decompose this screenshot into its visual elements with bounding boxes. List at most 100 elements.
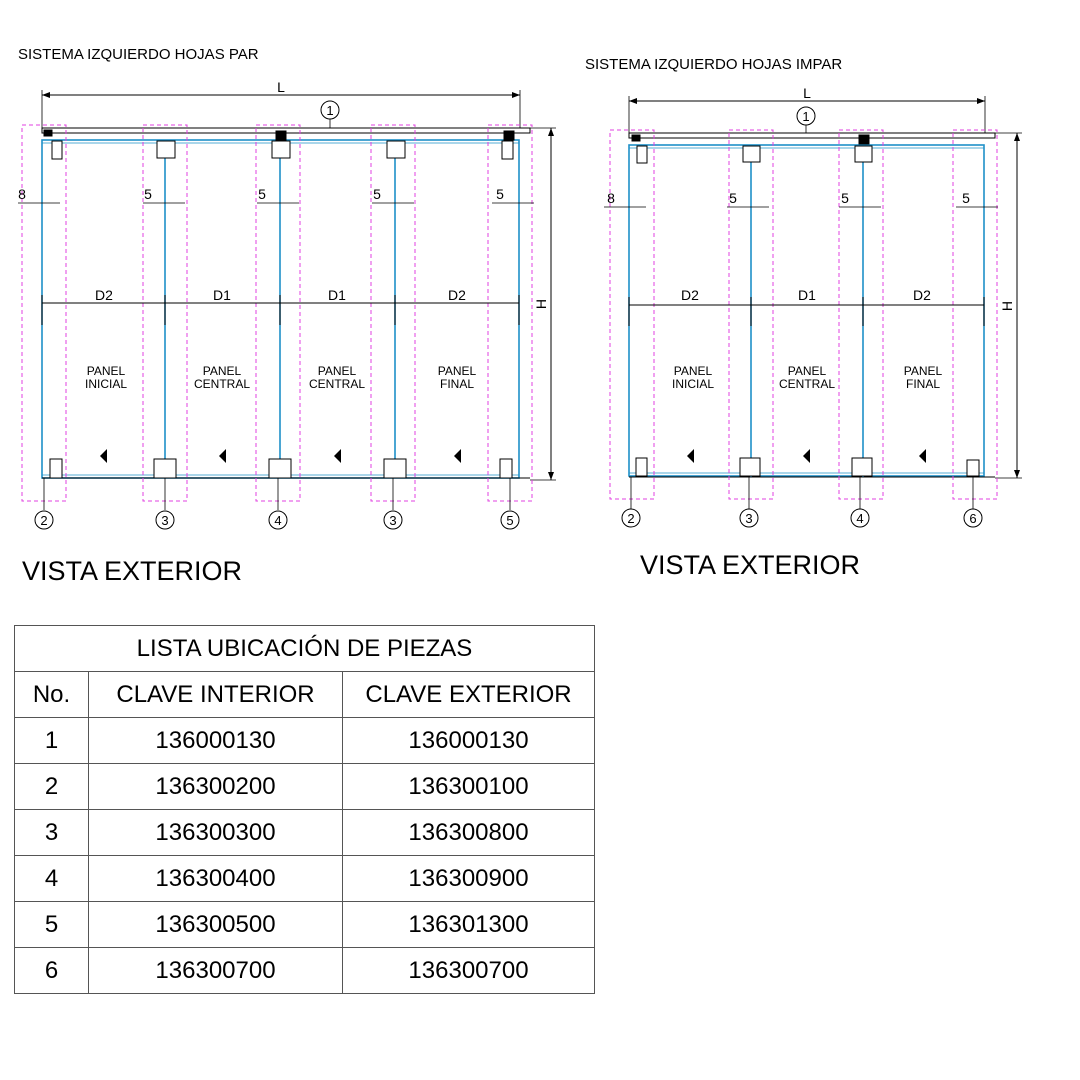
right-marker-text-3: 4 <box>856 511 863 526</box>
left-marker-text-1: 2 <box>40 513 47 528</box>
right-bottom-hardware <box>635 457 980 477</box>
cell-exterior: 136300900 <box>342 855 595 902</box>
right-panel-2-line2: CENTRAL <box>779 377 835 391</box>
right-top-marker-text: 1 <box>802 109 809 124</box>
table-header-row: No. CLAVE INTERIOR CLAVE EXTERIOR <box>14 671 595 718</box>
right-panel-3-line2: FINAL <box>906 377 940 391</box>
right-marker-3 <box>739 508 759 528</box>
right-span-1: D2 <box>681 287 699 303</box>
right-height-label: H <box>999 301 1015 311</box>
left-gap-label-4: 5 <box>373 186 381 202</box>
parts-location-table: LISTA UBICACIÓN DE PIEZAS No. CLAVE INTE… <box>14 625 595 994</box>
left-height-label: H <box>533 299 549 309</box>
left-top-hardware <box>43 129 515 160</box>
table-row: 6 136300700 136300700 <box>14 947 595 994</box>
table-row: 5 136300500 136301300 <box>14 901 595 948</box>
left-span-2: D1 <box>213 287 231 303</box>
left-gap-label-2: 5 <box>144 186 152 202</box>
left-marker-4 <box>268 510 288 530</box>
left-panel-1-line2: INICIAL <box>85 377 127 391</box>
left-span-3: D1 <box>328 287 346 303</box>
left-top-marker-text: 1 <box>326 103 333 118</box>
cell-interior: 136000130 <box>88 717 343 764</box>
cell-interior: 136300400 <box>88 855 343 902</box>
cell-no: 3 <box>14 809 89 856</box>
left-marker-text-4: 3 <box>389 513 396 528</box>
cell-interior: 136300700 <box>88 947 343 994</box>
left-marker-text-2: 3 <box>161 513 168 528</box>
left-direction-arrows <box>100 449 461 463</box>
cell-exterior: 136301300 <box>342 901 595 948</box>
left-marker-text-3: 4 <box>274 513 281 528</box>
right-panel-1-line2: INICIAL <box>672 377 714 391</box>
right-length-label: L <box>803 85 811 101</box>
header-clave-exterior: CLAVE EXTERIOR <box>342 671 595 718</box>
right-glass-frame <box>628 144 985 477</box>
header-clave-interior: CLAVE INTERIOR <box>88 671 343 718</box>
left-gap-label-1: 8 <box>18 186 26 202</box>
left-marker-5 <box>500 510 520 530</box>
right-panel-1-line1: PANEL <box>674 364 713 378</box>
right-marker-4 <box>850 508 870 528</box>
right-marker-text-2: 3 <box>745 511 752 526</box>
table-row: 4 136300400 136300900 <box>14 855 595 902</box>
cell-no: 4 <box>14 855 89 902</box>
right-drawing: SISTEMA IZQUIERDO HOJAS IMPAR L 1 H <box>585 56 1022 580</box>
left-panel-1-line1: PANEL <box>87 364 126 378</box>
right-marker-2 <box>621 508 641 528</box>
left-title: SISTEMA IZQUIERDO HOJAS PAR <box>18 46 259 63</box>
right-panel-3-line1: PANEL <box>904 364 943 378</box>
left-gap-label-5: 5 <box>496 186 504 202</box>
left-panel-2-line1: PANEL <box>203 364 242 378</box>
left-span-1: D2 <box>95 287 113 303</box>
right-top-rail <box>628 132 996 139</box>
left-marker-2 <box>34 510 54 530</box>
left-marker-text-5: 5 <box>506 513 513 528</box>
right-hardware-zones <box>609 129 998 500</box>
left-view-label: VISTA EXTERIOR <box>22 556 242 586</box>
right-direction-arrows <box>687 449 926 463</box>
table-caption: LISTA UBICACIÓN DE PIEZAS <box>14 625 595 672</box>
cell-interior: 136300200 <box>88 763 343 810</box>
left-length-label: L <box>277 79 285 95</box>
right-title: SISTEMA IZQUIERDO HOJAS IMPAR <box>585 56 842 73</box>
cell-no: 1 <box>14 717 89 764</box>
right-marker-6 <box>963 508 983 528</box>
right-gap-label-2: 5 <box>729 190 737 206</box>
cell-exterior: 136000130 <box>342 717 595 764</box>
right-top-hardware <box>631 134 873 164</box>
table-row: 2 136300200 136300100 <box>14 763 595 810</box>
right-gap-label-1: 8 <box>607 190 615 206</box>
left-panel-4-line1: PANEL <box>438 364 477 378</box>
left-bottom-hardware <box>49 458 513 479</box>
right-span-2: D1 <box>798 287 816 303</box>
left-gap-label-3: 5 <box>258 186 266 202</box>
right-view-label: VISTA EXTERIOR <box>640 550 860 580</box>
left-panel-2-line2: CENTRAL <box>194 377 250 391</box>
table-row: 1 136000130 136000130 <box>14 717 595 764</box>
left-panel-3-line2: CENTRAL <box>309 377 365 391</box>
left-drawing: SISTEMA IZQUIERDO HOJAS PAR L 1 H <box>18 46 556 586</box>
cell-no: 5 <box>14 901 89 948</box>
table-row: 3 136300300 136300800 <box>14 809 595 856</box>
cell-interior: 136300500 <box>88 901 343 948</box>
right-gap-label-4: 5 <box>962 190 970 206</box>
cell-interior: 136300300 <box>88 809 343 856</box>
left-marker-3a <box>155 510 175 530</box>
cell-no: 6 <box>14 947 89 994</box>
right-gap-label-3: 5 <box>841 190 849 206</box>
cell-exterior: 136300100 <box>342 763 595 810</box>
right-marker-text-4: 6 <box>969 511 976 526</box>
left-hardware-zones <box>21 124 533 502</box>
right-panel-2-line1: PANEL <box>788 364 827 378</box>
left-panel-3-line1: PANEL <box>318 364 357 378</box>
right-span-3: D2 <box>913 287 931 303</box>
left-marker-3b <box>383 510 403 530</box>
cell-exterior: 136300700 <box>342 947 595 994</box>
left-span-4: D2 <box>448 287 466 303</box>
cell-exterior: 136300800 <box>342 809 595 856</box>
cell-no: 2 <box>14 763 89 810</box>
right-marker-text-1: 2 <box>627 511 634 526</box>
header-no: No. <box>14 671 89 718</box>
